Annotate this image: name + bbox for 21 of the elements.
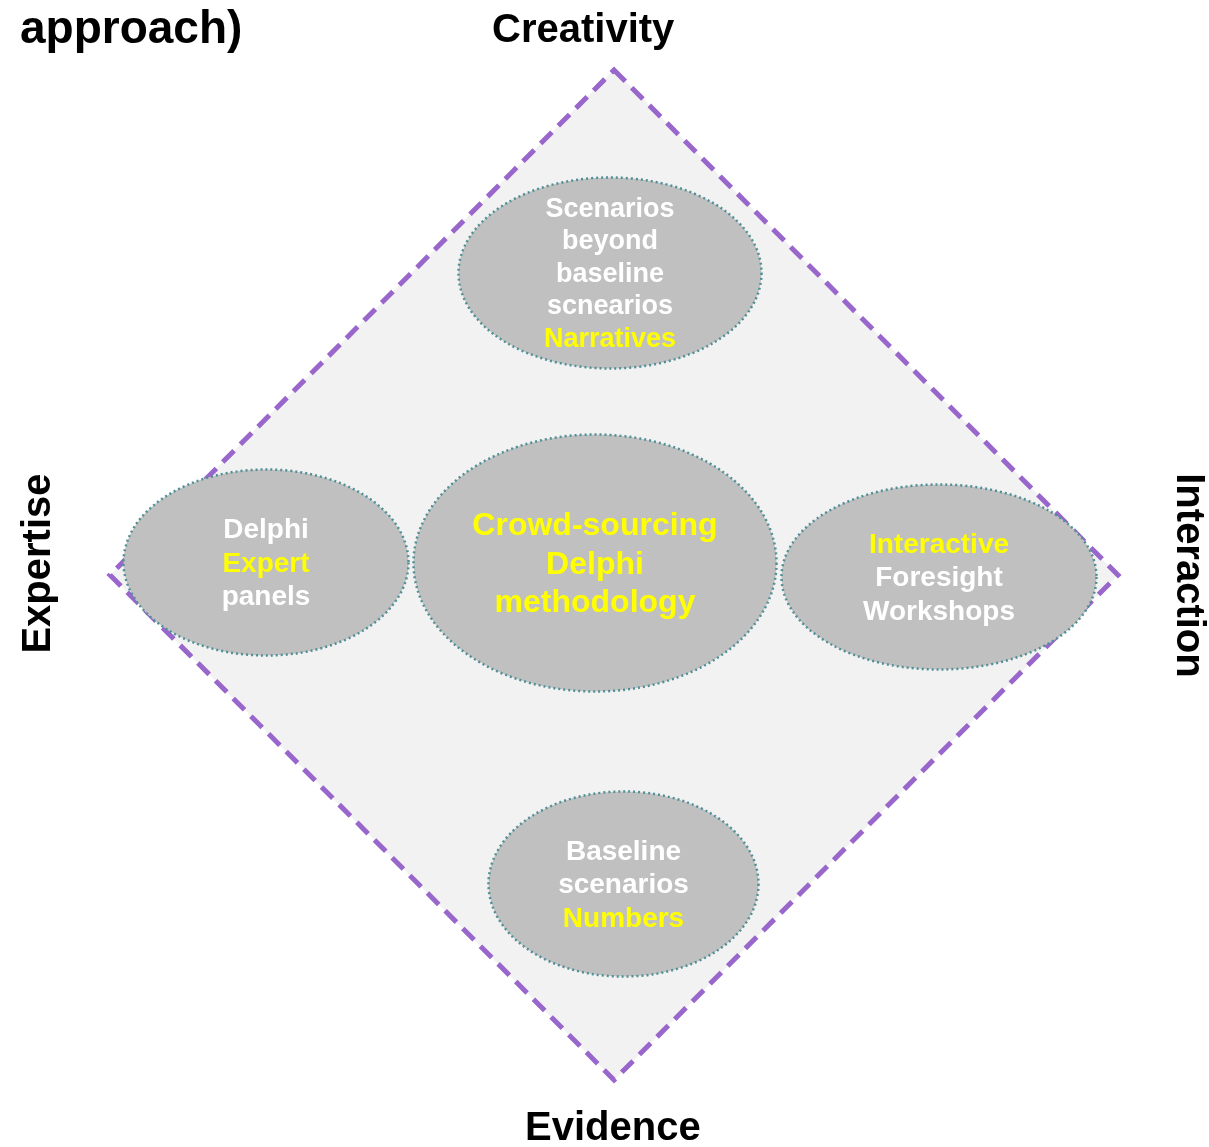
ellipse-shape	[487, 790, 760, 978]
diamond-shape	[108, 68, 1120, 1082]
node-label: Foresight Workshops	[862, 560, 1016, 628]
node-label: Baseline scenarios	[557, 833, 690, 901]
ellipse-shape	[122, 468, 410, 657]
ellipse-shape	[412, 433, 778, 693]
node-label: Scenarios beyond baseline scnearios	[544, 192, 676, 322]
highlighted-label: Expert	[222, 545, 310, 580]
node-label: panels	[221, 579, 311, 613]
highlighted-label: Narratives	[543, 321, 677, 354]
axis-label: Expertise	[13, 472, 59, 654]
highlighted-label: Crowd-sourcing Delphi methodology	[471, 505, 719, 621]
axis-label: Evidence	[525, 1103, 701, 1147]
node-label: Delphi	[223, 512, 309, 546]
highlighted-label: Interactive	[868, 526, 1010, 561]
title: approach)	[20, 0, 243, 54]
ellipse-shape	[780, 483, 1098, 671]
ellipse-shape	[457, 176, 763, 370]
axis-label: Creativity	[492, 5, 675, 51]
highlighted-label: Numbers	[562, 900, 685, 935]
axis-label: Interaction	[1167, 472, 1209, 678]
